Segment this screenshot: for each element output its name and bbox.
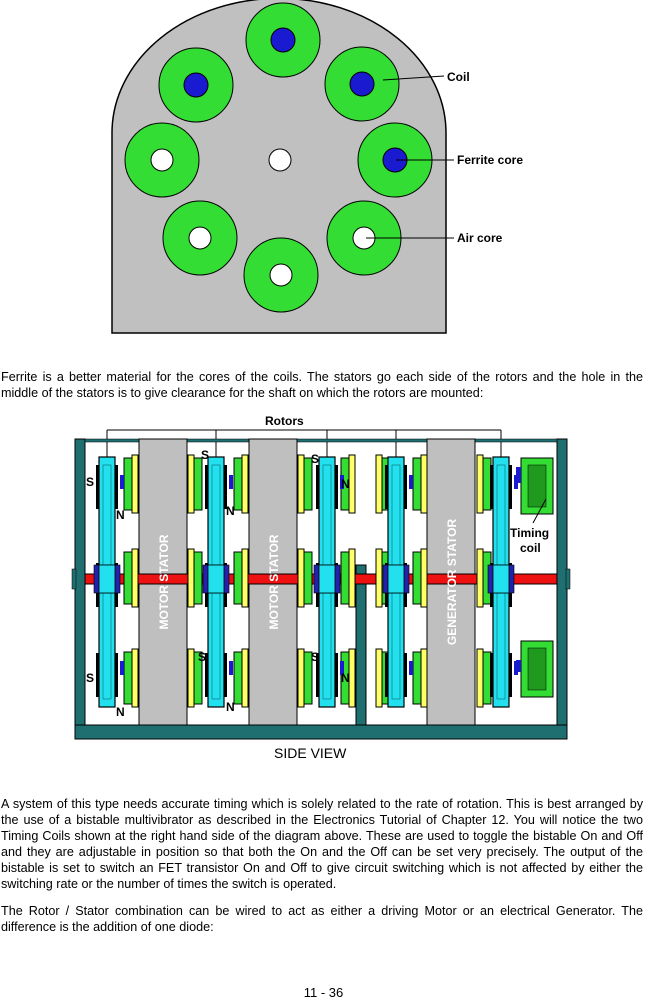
motor-stator-2-label: MOTOR STATOR xyxy=(267,534,281,629)
motor-stator-1-label: MOTOR STATOR xyxy=(157,534,171,629)
side-view-caption: SIDE VIEW xyxy=(274,745,347,761)
shaft-hole xyxy=(268,148,292,172)
pole-n: N xyxy=(341,671,350,685)
coil-3 xyxy=(357,122,433,198)
pole-s: S xyxy=(311,650,319,664)
stator-coil-magnet xyxy=(412,648,428,708)
pole-s: S xyxy=(86,671,94,685)
coil-1 xyxy=(245,2,321,78)
ferrite-core xyxy=(270,27,296,53)
paragraph-motor-generator: The Rotor / Stator combination can be wi… xyxy=(1,904,643,934)
timing-coil-label-line2: coil xyxy=(520,541,541,555)
rotors-label: Rotors xyxy=(265,414,304,428)
stator-coil-magnet xyxy=(340,548,356,608)
left-bearing-cap xyxy=(71,568,77,590)
stator-coil-magnet xyxy=(187,548,203,608)
pole-s: S xyxy=(201,448,209,462)
stator-coil-magnet xyxy=(233,454,249,514)
pole-n: N xyxy=(116,705,125,719)
air-core xyxy=(150,148,174,172)
stator-front-view-diagram: Coil Ferrite core Air core xyxy=(111,0,523,334)
page-number: 11 - 36 xyxy=(303,985,344,1000)
coil-leader-line xyxy=(382,75,445,81)
side-view-diagram: Rotors Timing coil MOTOR STATOR MOTOR ST… xyxy=(71,414,571,761)
ferrite-core xyxy=(183,72,209,98)
coil-2 xyxy=(324,46,400,122)
timing-coil-leader-line xyxy=(532,498,547,524)
air-core xyxy=(269,263,293,287)
timing-coil-upper xyxy=(516,457,554,515)
timing-coil-label-line1: Timing xyxy=(510,526,549,540)
right-bearing-cap xyxy=(565,568,571,590)
pole-s: S xyxy=(198,650,206,664)
stator-coil-magnet xyxy=(233,648,249,708)
pole-s: S xyxy=(311,452,319,466)
rotor-5 xyxy=(487,456,518,708)
frame-right-post xyxy=(556,438,568,740)
coil-label: Coil xyxy=(447,70,470,84)
timing-coil-lower xyxy=(516,640,554,698)
pole-n: N xyxy=(116,508,125,522)
stator-coil-magnet xyxy=(233,548,249,608)
pole-n: N xyxy=(341,477,350,491)
stator-coil-magnet xyxy=(297,454,313,514)
frame-base xyxy=(74,724,568,740)
stator-coil-magnet xyxy=(123,454,139,514)
stator-coil-magnet xyxy=(476,648,492,708)
pole-n: N xyxy=(226,700,235,714)
frame-top-edge xyxy=(84,438,558,443)
stator-coil-magnet xyxy=(123,548,139,608)
pole-n: N xyxy=(226,504,235,518)
stator-coil-magnet xyxy=(187,648,203,708)
rotor-1 xyxy=(93,456,124,708)
rotor-4 xyxy=(382,456,413,708)
rotor-2 xyxy=(202,456,233,708)
frame-left-post xyxy=(74,438,86,740)
stator-coil-magnet xyxy=(297,548,313,608)
stator-coil-magnet xyxy=(123,648,139,708)
coil-7 xyxy=(124,122,200,198)
ferrite-core xyxy=(349,71,375,97)
coil-5 xyxy=(243,237,319,313)
coil-8 xyxy=(158,47,234,123)
stator-coil-magnet xyxy=(297,648,313,708)
stator-coil-magnet xyxy=(187,454,203,514)
coil-6 xyxy=(162,200,238,276)
pole-s: S xyxy=(86,475,94,489)
stator-coil-magnet xyxy=(412,548,428,608)
stator-coil-magnet xyxy=(476,454,492,514)
air-core xyxy=(188,226,212,250)
paragraph-stator-description: Ferrite is a better material for the cor… xyxy=(1,370,643,400)
air-core-label: Air core xyxy=(457,231,503,245)
shaft-support-post xyxy=(355,564,367,726)
paragraph-timing-description: A system of this type needs accurate tim… xyxy=(1,797,643,891)
generator-stator-label: GENERATOR STATOR xyxy=(445,519,459,646)
ferrite-core-label: Ferrite core xyxy=(457,153,523,167)
rotor-3 xyxy=(313,456,344,708)
stator-coil-magnet xyxy=(340,648,356,708)
stator-coil-magnet xyxy=(412,454,428,514)
